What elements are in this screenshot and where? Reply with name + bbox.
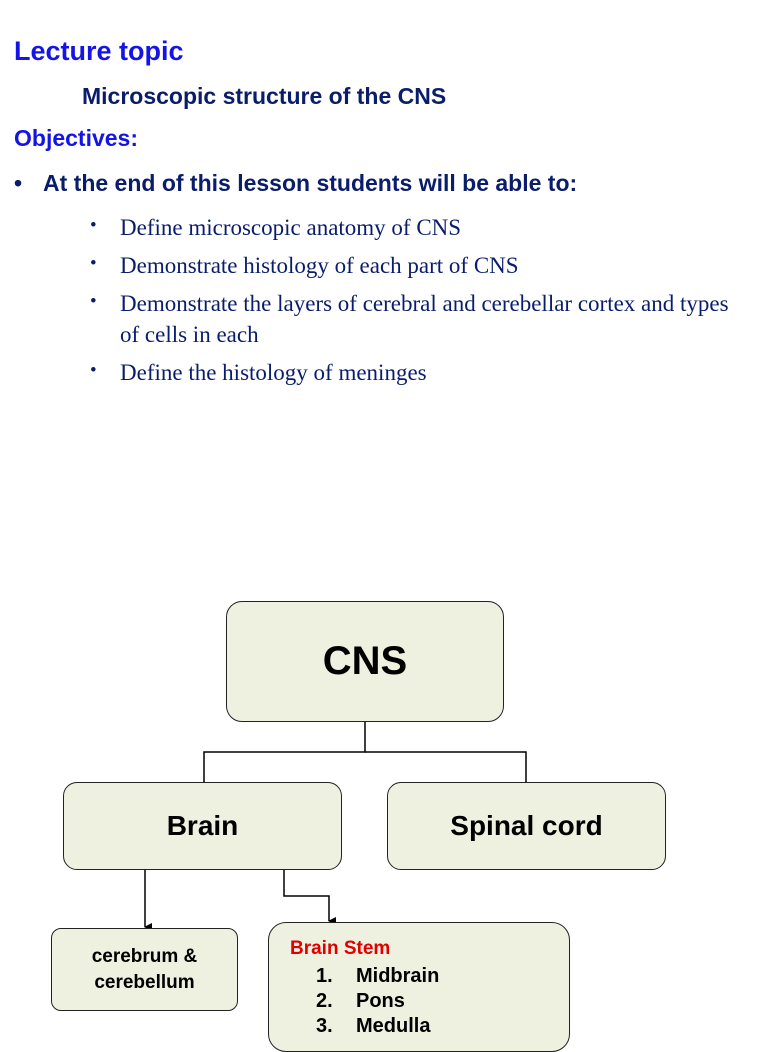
brain-stem-title: Brain Stem bbox=[290, 938, 391, 959]
objectives-list: • Define microscopic anatomy of CNS • De… bbox=[90, 212, 730, 395]
list-item: • Demonstrate histology of each part of … bbox=[90, 250, 730, 281]
brain-stem-list: 1. Midbrain 2. Pons 3. Medulla bbox=[316, 964, 439, 1039]
diagram-connectors bbox=[144, 722, 527, 931]
cns-node: CNS bbox=[226, 601, 504, 722]
list-number: 3. bbox=[316, 1015, 333, 1037]
brain-node: Brain bbox=[63, 782, 342, 870]
brain-stem-part: Pons bbox=[356, 990, 405, 1012]
objective-text: Define microscopic anatomy of CNS bbox=[120, 215, 462, 240]
lecture-topic-label: Lecture topic bbox=[14, 36, 184, 66]
objective-text: Define the histology of meninges bbox=[120, 360, 427, 385]
list-item: • Define the histology of meninges bbox=[90, 357, 730, 388]
connector-cns-to-brain-spinal bbox=[203, 722, 366, 782]
bullet-icon: • bbox=[14, 170, 23, 196]
cns-node-label: CNS bbox=[322, 639, 408, 683]
brain-stem-part: Medulla bbox=[356, 1015, 431, 1037]
spinal-cord-node: Spinal cord bbox=[387, 782, 666, 870]
objectives-label: Objectives: bbox=[14, 125, 138, 151]
spinal-cord-node-label: Spinal cord bbox=[450, 810, 603, 841]
brain-node-label: Brain bbox=[166, 810, 239, 841]
objective-text: Demonstrate histology of each part of CN… bbox=[120, 253, 519, 278]
list-number: 2. bbox=[316, 990, 333, 1012]
bullet-icon: • bbox=[90, 291, 97, 312]
bullet-icon: • bbox=[90, 215, 97, 236]
page: Lecture topic Microscopic structure of t… bbox=[14, 36, 730, 1052]
arrow-brain-to-brain-stem bbox=[283, 870, 336, 925]
list-number: 1. bbox=[316, 965, 333, 987]
list-item: 2. Pons bbox=[316, 989, 439, 1014]
cerebrum-cerebellum-label: cerebrum & cerebellum bbox=[91, 945, 198, 993]
list-item: 1. Midbrain bbox=[316, 964, 439, 989]
list-item: 3. Medulla bbox=[316, 1014, 439, 1039]
connector-cns-to-spinal bbox=[365, 751, 527, 782]
list-item: • Demonstrate the layers of cerebral and… bbox=[90, 288, 730, 350]
objective-text: Demonstrate the layers of cerebral and c… bbox=[120, 291, 729, 347]
bullet-icon: • bbox=[90, 360, 97, 381]
cerebrum-cerebellum-node: cerebrum & cerebellum bbox=[51, 928, 238, 1011]
bullet-icon: • bbox=[90, 253, 97, 274]
lecture-title: Microscopic structure of the CNS bbox=[82, 83, 447, 109]
brain-stem-part: Midbrain bbox=[356, 965, 440, 987]
brain-stem-node: Brain Stem 1. Midbrain 2. Pons 3. Medulla bbox=[268, 922, 570, 1052]
list-item: • Define microscopic anatomy of CNS bbox=[90, 212, 730, 243]
objectives-lead-text: At the end of this lesson students will … bbox=[43, 170, 578, 196]
